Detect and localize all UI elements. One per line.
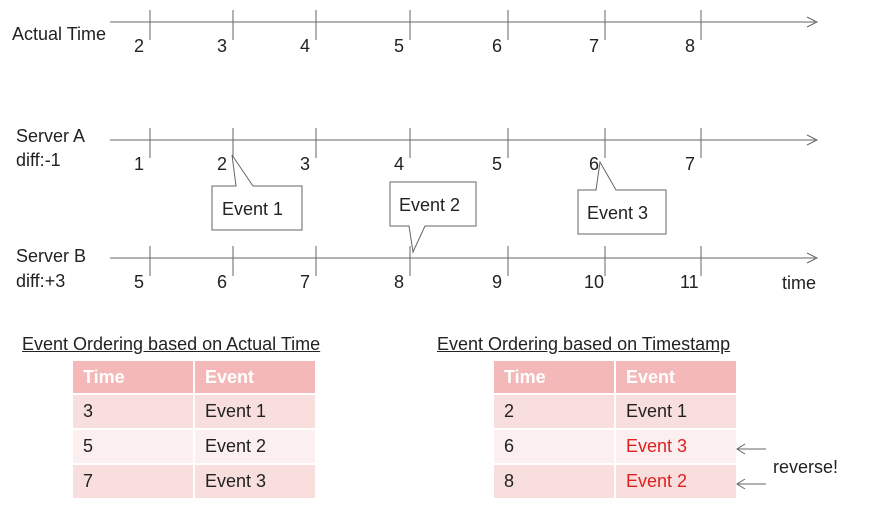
- tick-label-server-a-3: 4: [394, 154, 405, 174]
- row-event: Event 3: [195, 465, 315, 498]
- timeline-server-a-label: Server A: [16, 126, 86, 146]
- row-time: 7: [73, 465, 195, 498]
- tick-label-server-b-2: 7: [300, 272, 311, 292]
- event-2-callout: [389, 181, 477, 254]
- timestamp-ordering-table: Time Event 2 Event 1 6 Event 3 8 Event 2: [494, 359, 736, 500]
- column-header-time: Time: [494, 361, 616, 393]
- tick-label-server-b-0: 5: [134, 272, 145, 292]
- reverse-note: reverse!: [773, 457, 839, 477]
- table-row: 2 Event 1: [494, 395, 736, 428]
- table-header-row: Time Event: [73, 361, 315, 393]
- tick-label-server-a-1: 2: [217, 154, 228, 174]
- tick-label-server-a-6: 7: [685, 154, 696, 174]
- tick-label-server-b-5: 10: [584, 272, 605, 292]
- timeline-server-b-diff: diff:+3: [16, 271, 66, 291]
- table-row: 7 Event 3: [73, 465, 315, 498]
- timeline-server-b: [110, 252, 819, 264]
- tick-label-server-b-6: 11: [680, 272, 699, 292]
- table-row: 8 Event 2: [494, 465, 736, 498]
- tick-label-server-a-5: 6: [589, 154, 600, 174]
- timeline-diagram: [110, 10, 819, 276]
- tick-label-actual-3: 5: [394, 36, 405, 56]
- table-header-row: Time Event: [494, 361, 736, 393]
- row-event-reversed: Event 2: [616, 465, 736, 498]
- row-event: Event 2: [195, 430, 315, 463]
- table-row: 3 Event 1: [73, 395, 315, 428]
- tick-label-actual-4: 6: [492, 36, 503, 56]
- timeline-actual-label: Actual Time: [12, 24, 107, 44]
- timeline-server-a: [110, 134, 819, 146]
- row-time: 2: [494, 395, 616, 428]
- tick-label-actual-2: 4: [300, 36, 311, 56]
- column-header-time: Time: [73, 361, 195, 393]
- event-3-label: Event 3: [587, 203, 649, 223]
- tick-marks: [149, 10, 702, 276]
- row-time: 5: [73, 430, 195, 463]
- reverse-arrow-event-2: [736, 478, 766, 490]
- actual-time-ordering-heading: Event Ordering based on Actual Time: [22, 334, 321, 354]
- actual-time-ordering-table: Time Event 3 Event 1 5 Event 2 7 Event 3: [73, 359, 315, 500]
- tick-label-server-a-0: 1: [134, 154, 145, 174]
- tick-label-actual-6: 8: [685, 36, 696, 56]
- timestamp-ordering-heading: Event Ordering based on Timestamp: [437, 334, 731, 354]
- event-1-callout: [211, 154, 303, 231]
- timeline-server-a-diff: diff:-1: [16, 150, 61, 170]
- tick-label-actual-1: 3: [217, 36, 228, 56]
- tick-label-server-a-4: 5: [492, 154, 503, 174]
- time-axis-label: time: [782, 273, 817, 293]
- event-1-label: Event 1: [222, 199, 284, 219]
- row-event: Event 1: [195, 395, 315, 428]
- tick-label-server-b-1: 6: [217, 272, 228, 292]
- event-3-callout: [577, 160, 667, 235]
- table-row: 6 Event 3: [494, 430, 736, 463]
- tick-label-actual-5: 7: [589, 36, 600, 56]
- event-2-label: Event 2: [399, 195, 461, 215]
- column-header-event: Event: [616, 361, 736, 393]
- tick-label-actual-0: 2: [134, 36, 145, 56]
- tick-label-server-b-4: 9: [492, 272, 503, 292]
- row-event: Event 1: [616, 395, 736, 428]
- tick-label-server-a-2: 3: [300, 154, 311, 174]
- row-time: 3: [73, 395, 195, 428]
- column-header-event: Event: [195, 361, 315, 393]
- reverse-arrow-event-3: [736, 443, 766, 455]
- tick-label-server-b-3: 8: [394, 272, 405, 292]
- row-time: 6: [494, 430, 616, 463]
- row-time: 8: [494, 465, 616, 498]
- reverse-arrows: [736, 443, 766, 490]
- timeline-actual: [110, 16, 819, 28]
- table-row: 5 Event 2: [73, 430, 315, 463]
- timeline-server-b-label: Server B: [16, 246, 87, 266]
- row-event-reversed: Event 3: [616, 430, 736, 463]
